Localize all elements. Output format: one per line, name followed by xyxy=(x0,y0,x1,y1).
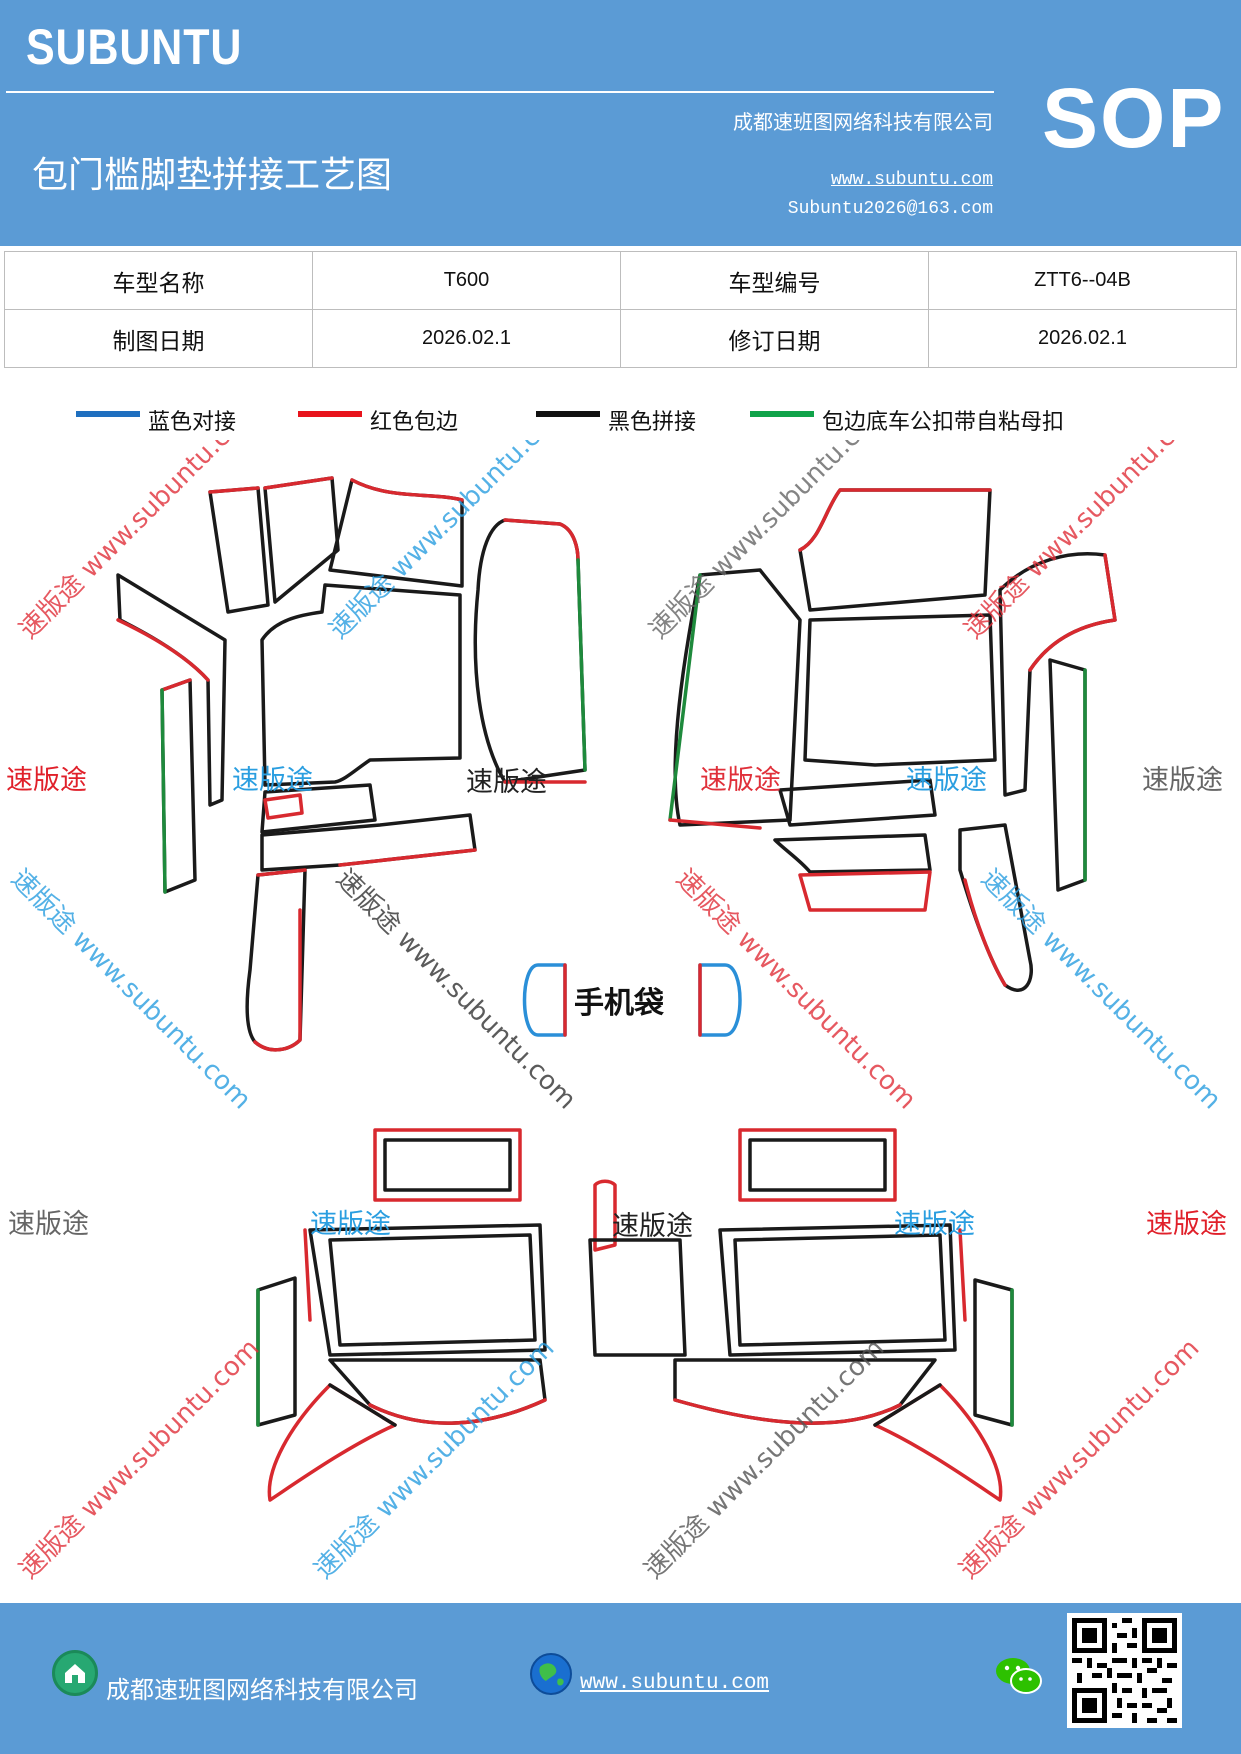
sop-label: SOP xyxy=(1042,71,1226,165)
globe-icon xyxy=(528,1651,574,1697)
model-info-table: 车型名称 T600 车型编号 ZTT6--04B 制图日期 2026.02.1 … xyxy=(4,251,1237,368)
table-row: 车型名称 T600 车型编号 ZTT6--04B xyxy=(4,251,1237,310)
brand-label-text: 速版途 xyxy=(894,1209,975,1240)
table-row: 制图日期 2026.02.1 修订日期 2026.02.1 xyxy=(4,309,1237,368)
legend-label: 红色包边 xyxy=(370,410,459,435)
brand-label-text: 速版途 xyxy=(6,765,87,796)
watermark-text: 速版途 www.subuntu.com xyxy=(14,1333,266,1585)
header-company: 成都速班图网络科技有限公司 xyxy=(733,112,993,134)
watermark-text: 速版途 www.subuntu.com xyxy=(330,864,582,1116)
watermark-text: 速版途 www.subuntu.com xyxy=(959,440,1211,645)
brand-label-text: 速版途 xyxy=(232,765,313,796)
legend-label: 包边底车公扣带自粘母扣 xyxy=(822,410,1065,435)
brand-label-text: 速版途 xyxy=(1142,765,1223,796)
header-email: Subuntu2026@163.com xyxy=(787,199,993,219)
front-left-mats xyxy=(116,476,587,1052)
footer-banner: 成都速班图网络科技有限公司 www.subuntu.com xyxy=(0,1603,1241,1754)
model-code-value: ZTT6--04B xyxy=(928,251,1237,310)
model-code-label: 车型编号 xyxy=(620,251,929,310)
phone-pocket-label: 手机袋 xyxy=(574,986,664,1021)
rear-mats xyxy=(256,1128,1014,1502)
header-banner: SUBUNTU SOP 成都速班图网络科技有限公司 包门槛脚垫拼接工艺图 www… xyxy=(0,0,1241,246)
home-icon xyxy=(52,1650,98,1696)
model-name-value: T600 xyxy=(312,251,621,310)
legend-label: 蓝色对接 xyxy=(148,410,237,435)
watermark-text: 速版途 www.subuntu.com xyxy=(14,440,266,645)
revise-date-value: 2026.02.1 xyxy=(928,309,1237,368)
mat-splicing-diagram: 速版途 www.subuntu.com 速版途 www.subuntu.com … xyxy=(0,440,1241,1590)
revise-date-label: 修订日期 xyxy=(620,309,929,368)
brand-label-text: 速版途 xyxy=(612,1211,693,1242)
draw-date-value: 2026.02.1 xyxy=(312,309,621,368)
watermark-text: 速版途 www.subuntu.com xyxy=(5,864,257,1116)
watermark-text: 速版途 www.subuntu.com xyxy=(644,440,896,645)
legend-label: 黑色拼接 xyxy=(608,410,697,435)
header-website-link[interactable]: www.subuntu.com xyxy=(830,170,993,190)
brand-label-text: 速版途 xyxy=(8,1209,89,1240)
footer-website-link[interactable]: www.subuntu.com xyxy=(580,1672,770,1695)
wechat-icon[interactable] xyxy=(994,1655,1044,1697)
footer-company: 成都速班图网络科技有限公司 xyxy=(106,1678,418,1704)
header-divider xyxy=(6,91,994,93)
legend-swatch-green xyxy=(750,411,814,417)
brand-label-text: 速版途 xyxy=(700,765,781,796)
qr-code[interactable] xyxy=(1067,1613,1182,1728)
model-name-label: 车型名称 xyxy=(4,251,313,310)
legend-swatch-red xyxy=(298,411,362,417)
mat-pattern-drawing: 速版途 www.subuntu.com 速版途 www.subuntu.com … xyxy=(5,440,1227,1585)
brand-label-text: 速版途 xyxy=(906,765,987,796)
brand-label-text: 速版途 xyxy=(310,1209,391,1240)
watermark-text: 速版途 www.subuntu.com xyxy=(324,440,576,645)
legend-swatch-blue xyxy=(76,411,140,417)
draw-date-label: 制图日期 xyxy=(4,309,313,368)
page-title: 包门槛脚垫拼接工艺图 xyxy=(32,155,393,196)
legend-swatch-black xyxy=(536,411,600,417)
phone-pocket-group xyxy=(522,963,742,1037)
brand-logo: SUBUNTU xyxy=(26,19,243,75)
front-right-mats xyxy=(668,488,1117,992)
brand-label-text: 速版途 xyxy=(466,767,547,798)
watermark-text: 速版途 www.subuntu.com xyxy=(309,1333,561,1585)
brand-label-text: 速版途 xyxy=(1146,1209,1227,1240)
watermark-text: 速版途 www.subuntu.com xyxy=(670,864,922,1116)
